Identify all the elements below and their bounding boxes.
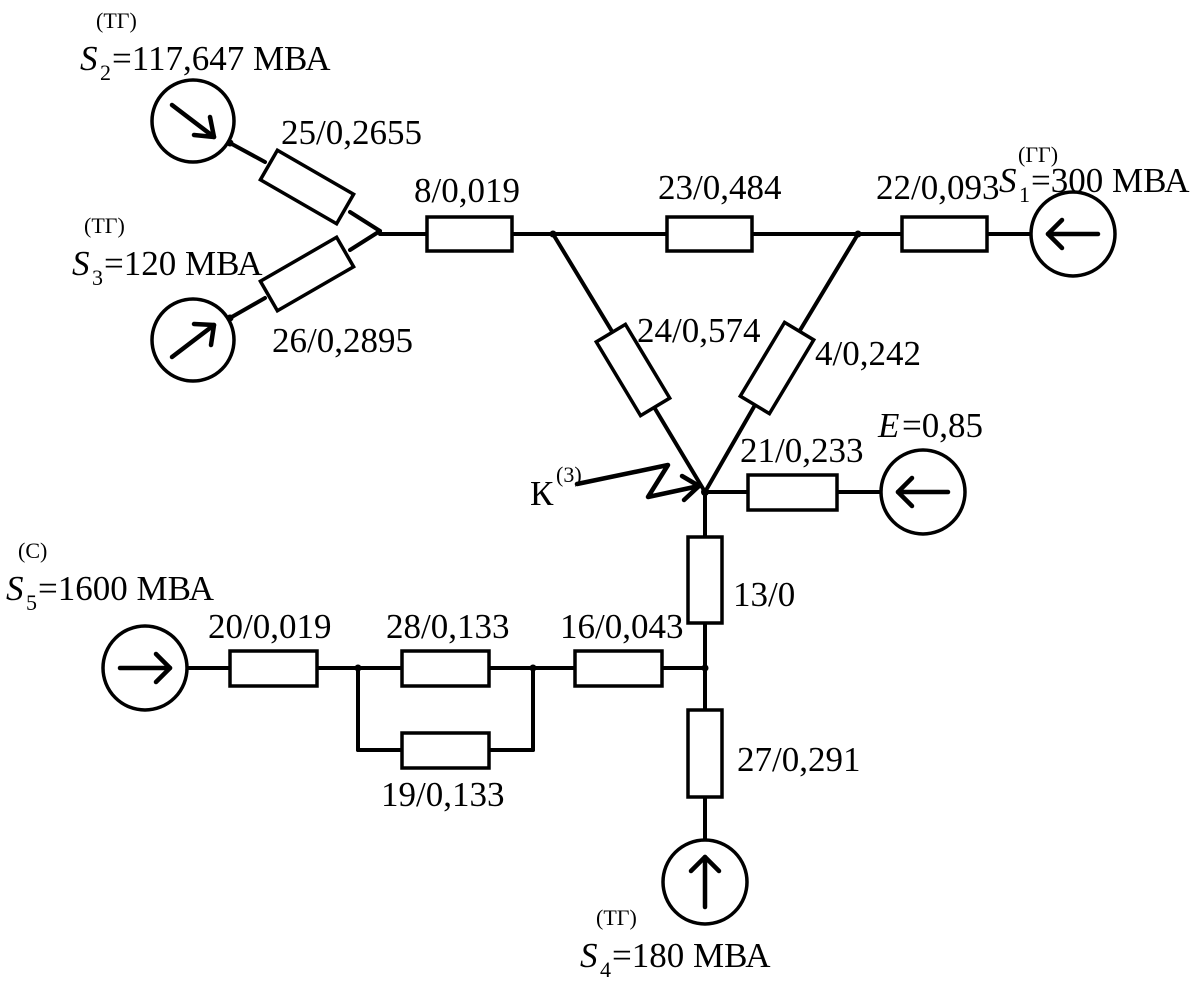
element-16 xyxy=(573,649,664,688)
source-labels: (ТГ) S 2 =117,647 МВА (ТГ) S 3 =120 МВА … xyxy=(6,8,1190,982)
s1-symbol: S xyxy=(999,161,1017,200)
junction-dot xyxy=(549,230,557,238)
fault-label: К xyxy=(530,474,554,513)
label-20: 20/0,019 xyxy=(208,607,331,646)
e-value: =0,85 xyxy=(902,406,983,445)
label-28: 28/0,133 xyxy=(386,607,509,646)
label-25: 25/0,2655 xyxy=(281,113,422,152)
s2-type: (ТГ) xyxy=(96,8,137,33)
s3-symbol: S xyxy=(72,244,90,283)
element-23 xyxy=(665,215,754,253)
label-4: 4/0,242 xyxy=(815,334,921,373)
element-22 xyxy=(900,215,989,253)
element-24 xyxy=(593,321,673,419)
s4-type: (ТГ) xyxy=(596,905,637,930)
label-21: 21/0,233 xyxy=(740,431,863,470)
fault-k3: К (3) xyxy=(530,462,702,513)
element-25 xyxy=(258,147,356,227)
element-4 xyxy=(737,319,817,417)
junction-dot xyxy=(529,664,537,672)
element-21 xyxy=(746,473,839,512)
s1-index: 1 xyxy=(1019,182,1030,207)
s4-value: =180 МВА xyxy=(612,936,771,975)
label-24: 24/0,574 xyxy=(637,311,760,350)
element-labels: 25/0,2655 26/0,2895 8/0,019 23/0,484 22/… xyxy=(208,113,999,814)
s2-index: 2 xyxy=(100,60,111,85)
source-s3 xyxy=(150,297,236,383)
s5-value: =1600 МВА xyxy=(38,569,215,608)
source-s4 xyxy=(661,838,749,926)
element-19 xyxy=(400,731,491,770)
s5-type: (С) xyxy=(18,538,47,563)
junction-dot xyxy=(354,664,362,672)
element-20 xyxy=(228,649,319,688)
wires xyxy=(185,141,1033,842)
s2-symbol: S xyxy=(80,39,98,78)
label-19: 19/0,133 xyxy=(381,775,504,814)
junction-dot xyxy=(701,664,709,672)
label-8: 8/0,019 xyxy=(414,171,520,210)
source-s1 xyxy=(1029,190,1117,278)
s4-symbol: S xyxy=(580,936,598,975)
source-s5 xyxy=(101,624,189,712)
junction-dot xyxy=(854,230,862,238)
source-e xyxy=(879,448,967,536)
s1-type: (ГГ) xyxy=(1018,142,1058,167)
s1-value: =300 МВА xyxy=(1031,161,1190,200)
element-26 xyxy=(258,234,356,314)
label-26: 26/0,2895 xyxy=(272,321,413,360)
fault-superscript: (3) xyxy=(556,462,582,487)
element-13 xyxy=(686,535,724,625)
label-13: 13/0 xyxy=(733,575,795,614)
s5-symbol: S xyxy=(6,569,24,608)
s3-value: =120 МВА xyxy=(104,244,263,283)
label-16: 16/0,043 xyxy=(560,607,683,646)
label-22: 22/0,093 xyxy=(876,168,999,207)
s3-index: 3 xyxy=(92,265,103,290)
source-s2 xyxy=(150,78,236,164)
s4-index: 4 xyxy=(600,957,611,982)
junctions xyxy=(226,139,862,672)
e-symbol: E xyxy=(877,406,899,445)
s3-type: (ТГ) xyxy=(84,213,125,238)
s2-value: =117,647 МВА xyxy=(112,39,331,78)
elements xyxy=(228,147,989,799)
sources xyxy=(101,78,1117,926)
element-27 xyxy=(686,708,724,799)
element-8 xyxy=(425,215,514,253)
junction-dot xyxy=(701,488,709,496)
element-28 xyxy=(400,649,491,688)
label-23: 23/0,484 xyxy=(658,168,781,207)
s5-index: 5 xyxy=(26,590,37,615)
label-27: 27/0,291 xyxy=(737,740,860,779)
